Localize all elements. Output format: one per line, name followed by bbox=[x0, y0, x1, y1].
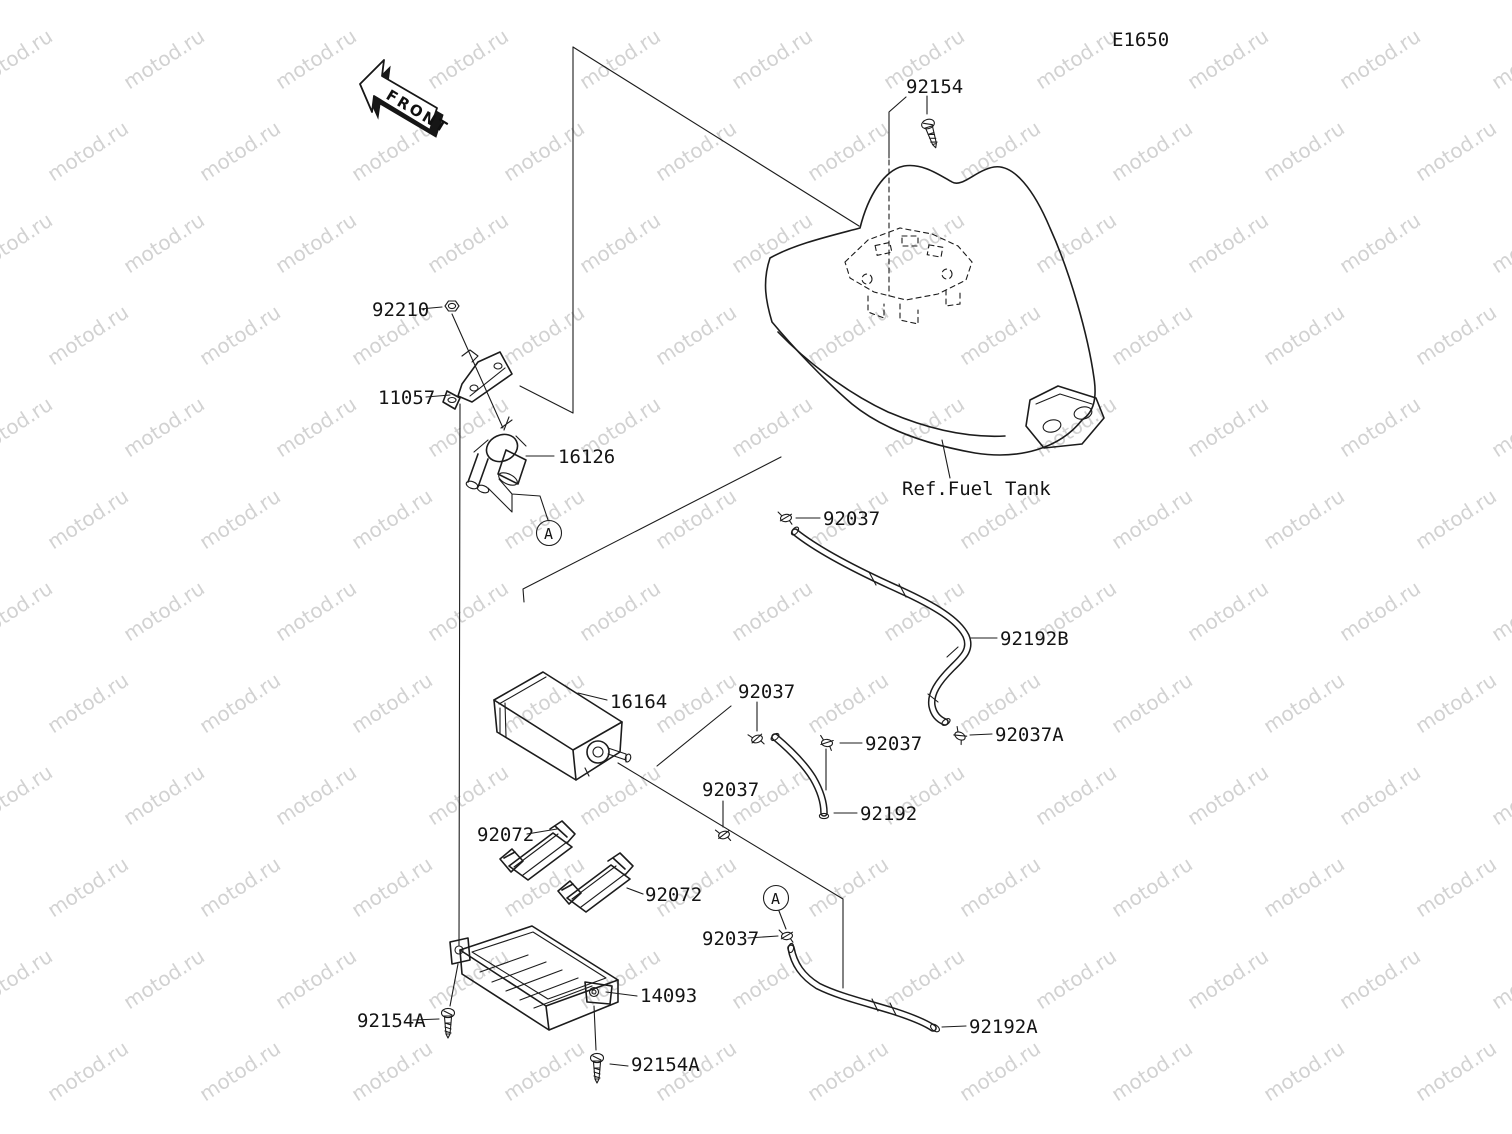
leader-screw-left bbox=[449, 963, 459, 1007]
fuel-tank-flange bbox=[1025, 385, 1105, 449]
part-label-16126: 16126 bbox=[558, 446, 615, 468]
part-label-11057: 11057 bbox=[378, 387, 435, 409]
fuel-pump-dashed-detail bbox=[844, 227, 973, 325]
explosion-frame-lines bbox=[458, 46, 860, 989]
part-label-92192A: 92192A bbox=[969, 1016, 1038, 1038]
part-label-92154A-right: 92154A bbox=[631, 1054, 700, 1076]
part-label-92192B: 92192B bbox=[1000, 628, 1069, 650]
part-label-92037-mid-top: 92037 bbox=[738, 681, 795, 703]
leader-11057 bbox=[425, 394, 451, 398]
clamp-92037-mid-top bbox=[747, 729, 766, 749]
strap-92072-b bbox=[557, 852, 634, 913]
leader-16164 bbox=[577, 692, 608, 701]
leader-92037A bbox=[969, 733, 993, 736]
clamp-92037-mid-right bbox=[818, 734, 835, 752]
leader-92154A-left bbox=[412, 1018, 440, 1021]
fuel-tank bbox=[764, 164, 1105, 456]
clamp-92037-tank-hose bbox=[777, 509, 794, 527]
leader-ref-fuel-tank bbox=[941, 439, 951, 479]
screw-92154 bbox=[888, 95, 943, 297]
part-label-92154: 92154 bbox=[906, 76, 963, 98]
leader-92210 bbox=[419, 306, 443, 310]
canister-16164 bbox=[493, 671, 632, 781]
part-label-ref-fuel-tank: Ref.Fuel Tank bbox=[902, 478, 1051, 500]
part-label-92192: 92192 bbox=[860, 803, 917, 825]
part-label-92072-a: 92072 bbox=[477, 824, 534, 846]
tray-14093 bbox=[449, 925, 619, 1031]
leader-92192A bbox=[941, 1025, 967, 1028]
leader-92037-bottom bbox=[747, 935, 779, 939]
screw-92154A-right bbox=[589, 1052, 605, 1084]
detail-marker-a-bottom-label: A bbox=[771, 890, 780, 908]
clamp-92037A bbox=[949, 725, 970, 746]
part-label-92037-low: 92037 bbox=[702, 779, 759, 801]
sheet-code: E1650 bbox=[1112, 29, 1169, 51]
part-label-92072-b: 92072 bbox=[645, 884, 702, 906]
part-label-92037A: 92037A bbox=[995, 724, 1064, 746]
clamp-92037-bottom bbox=[778, 927, 795, 945]
part-label-92037-mid-right: 92037 bbox=[865, 733, 922, 755]
screw-92154A-left bbox=[440, 1007, 456, 1039]
leader-92072-a bbox=[526, 828, 558, 835]
valve-16126 bbox=[465, 416, 527, 494]
hose-92192 bbox=[769, 731, 830, 820]
detail-marker-a-top: A bbox=[487, 478, 563, 547]
part-label-92037-tank-hose: 92037 bbox=[823, 508, 880, 530]
leader-14093 bbox=[605, 991, 638, 997]
leader-92072-b bbox=[626, 887, 644, 895]
front-arrow: FRONT bbox=[359, 59, 452, 138]
part-label-92037-bottom: 92037 bbox=[702, 928, 759, 950]
leader-screw-right bbox=[593, 1005, 597, 1051]
part-label-92154A-left: 92154A bbox=[357, 1010, 426, 1032]
detail-marker-a-bottom: A bbox=[762, 884, 790, 930]
part-label-16164: 16164 bbox=[610, 691, 667, 713]
nut-92210 bbox=[444, 300, 504, 429]
part-label-14093: 14093 bbox=[640, 985, 697, 1007]
leader-92154A-right bbox=[609, 1063, 629, 1067]
clamp-92037-low bbox=[714, 826, 733, 845]
hose-92192A bbox=[787, 942, 940, 1033]
part-label-92210: 92210 bbox=[372, 299, 429, 321]
bracket-11057 bbox=[442, 349, 513, 410]
hose-92192B bbox=[789, 525, 972, 728]
detail-marker-a-top-label: A bbox=[544, 525, 553, 543]
